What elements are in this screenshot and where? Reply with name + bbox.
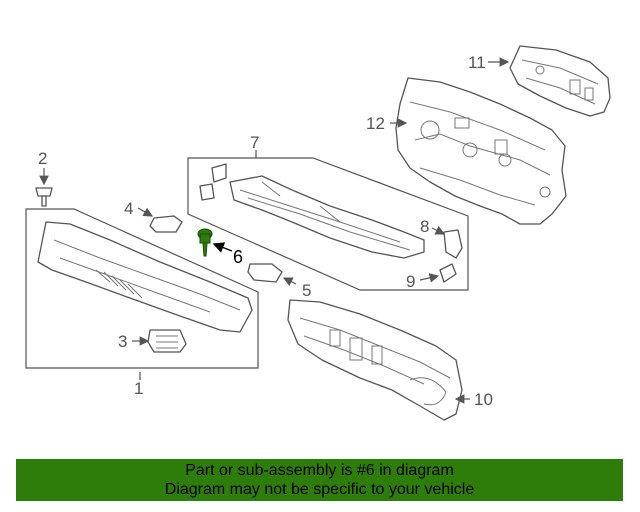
callout-4: 4	[124, 199, 133, 218]
part-9-bracket[interactable]	[439, 263, 457, 283]
callout-9: 9	[406, 272, 415, 291]
leader-4	[137, 207, 154, 217]
callout-10: 10	[474, 390, 493, 409]
leader-8	[431, 225, 446, 235]
callout-7: 7	[250, 133, 259, 152]
part-6-bolt[interactable]	[197, 228, 213, 257]
callout-2: 2	[38, 149, 47, 168]
part-3-clip[interactable]	[147, 329, 187, 353]
banner-line-1: Part or sub-assembly is #6 in diagram	[185, 462, 454, 479]
banner-line-2: Diagram may not be specific to your vehi…	[164, 481, 475, 498]
part-8-bracket[interactable]	[443, 229, 463, 259]
part-10-dash-panel[interactable]	[287, 299, 463, 421]
part-5-clip[interactable]	[247, 263, 283, 283]
part-1-lower-cowl[interactable]	[37, 221, 253, 333]
leader-5	[282, 277, 297, 287]
info-banner: Part or sub-assembly is #6 in diagram Di…	[16, 459, 623, 501]
callout-1: 1	[134, 379, 143, 398]
callout-8: 8	[420, 217, 429, 236]
part-7-upper-cowl[interactable]	[199, 163, 425, 259]
part-12-insulator[interactable]	[395, 77, 567, 225]
callout-11: 11	[468, 53, 486, 72]
callout-6: 6	[233, 247, 243, 267]
part-11-insulator[interactable]	[509, 45, 611, 117]
part-2-clip[interactable]	[35, 187, 53, 207]
part-4-clip[interactable]	[149, 215, 183, 233]
callout-12: 12	[366, 114, 385, 133]
callout-5: 5	[302, 281, 311, 300]
group-1-outline	[25, 208, 259, 369]
leader-9	[419, 273, 440, 283]
group-7-outline	[187, 157, 469, 291]
leader-6	[212, 242, 233, 253]
callout-3: 3	[118, 332, 127, 351]
